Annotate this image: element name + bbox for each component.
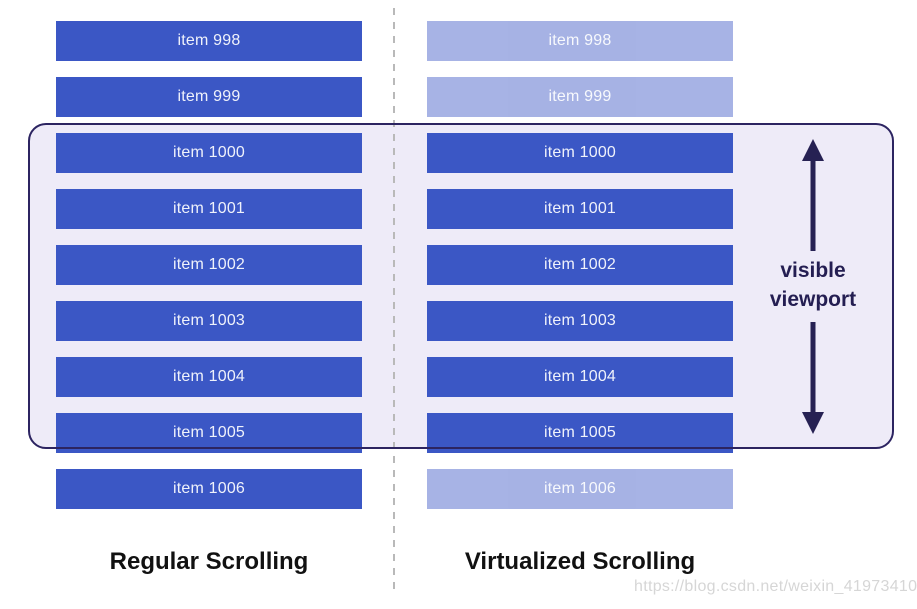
list-item: item 1002 (427, 245, 733, 285)
list-item-unrendered: item 998 (427, 21, 733, 61)
list-item: item 999 (56, 77, 362, 117)
list-item: item 1003 (427, 301, 733, 341)
list-item-unrendered: item 999 (427, 77, 733, 117)
list-item: item 1000 (427, 133, 733, 173)
regular-scrolling-caption: Regular Scrolling (109, 548, 309, 575)
list-item: item 1001 (56, 189, 362, 229)
column-divider-dashed-line (393, 8, 395, 592)
list-item: item 1000 (56, 133, 362, 173)
list-item: item 1002 (56, 245, 362, 285)
watermark-url: https://blog.csdn.net/weixin_41973410 (634, 578, 917, 595)
visible-viewport-label: visible viewport (758, 256, 868, 314)
visible-viewport-label-line1: visible (780, 259, 846, 282)
arrow-down-icon (802, 322, 824, 434)
arrow-up-icon (802, 139, 824, 251)
list-item: item 1004 (427, 357, 733, 397)
list-item: item 1005 (427, 413, 733, 453)
list-item: item 1006 (56, 469, 362, 509)
list-item: item 1003 (56, 301, 362, 341)
regular-scrolling-column: item 998 item 999 item 1000 item 1001 it… (56, 21, 362, 509)
list-item: item 998 (56, 21, 362, 61)
list-item-unrendered: item 1006 (427, 469, 733, 509)
visible-viewport-label-line2: viewport (769, 288, 857, 311)
list-item: item 1005 (56, 413, 362, 453)
virtualized-scrolling-caption: Virtualized Scrolling (464, 548, 696, 575)
list-item: item 1001 (427, 189, 733, 229)
virtualized-scrolling-column: item 998 item 999 item 1000 item 1001 it… (427, 21, 733, 509)
list-item: item 1004 (56, 357, 362, 397)
